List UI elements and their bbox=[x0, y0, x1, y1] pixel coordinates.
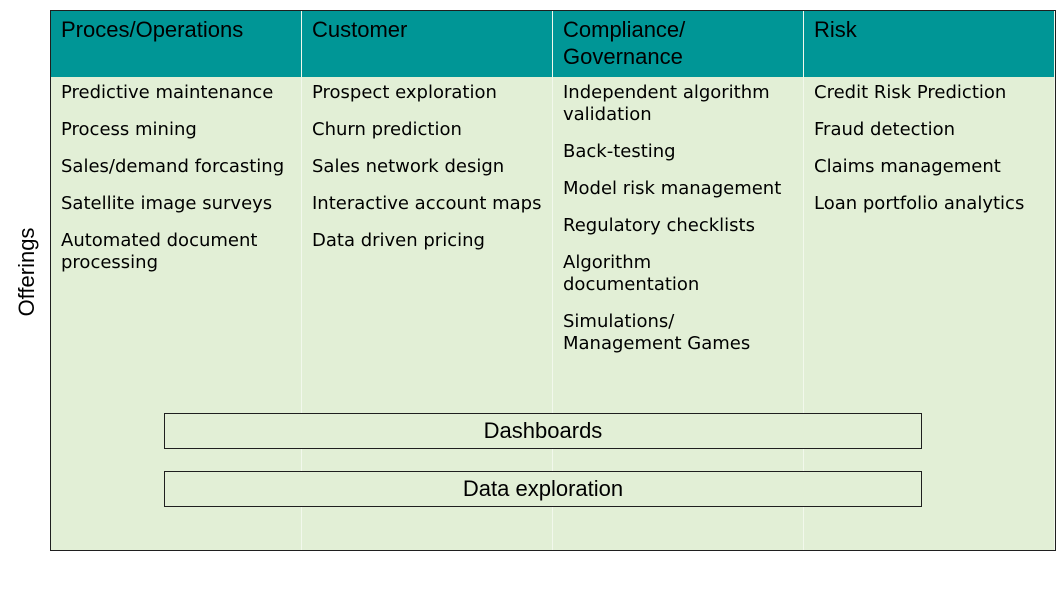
offering-item: Credit Risk Prediction bbox=[814, 82, 1007, 103]
offering-item: Loan portfolio analytics bbox=[814, 193, 1025, 214]
column-header: Compliance/ Governance bbox=[553, 11, 803, 77]
offering-item: Claims management bbox=[814, 156, 1001, 177]
offering-item: Data driven pricing bbox=[312, 230, 485, 251]
offering-item: Back-testing bbox=[563, 141, 676, 162]
offering-item: Sales network design bbox=[312, 156, 505, 177]
offering-item: Independent algorithm validation bbox=[563, 82, 770, 125]
offering-list: Independent algorithm validation Back-te… bbox=[553, 77, 803, 355]
offering-item: Automated document processing bbox=[61, 230, 258, 273]
offering-list: Prospect exploration Churn prediction Sa… bbox=[302, 77, 552, 252]
column-header: Proces/Operations bbox=[51, 11, 301, 77]
offerings-grid: Proces/Operations Predictive maintenance… bbox=[50, 10, 1056, 551]
offerings-label: Offerings bbox=[14, 227, 39, 317]
column-customer: Customer Prospect exploration Churn pred… bbox=[302, 11, 553, 550]
offering-item: Satellite image surveys bbox=[61, 193, 273, 214]
offering-item: Fraud detection bbox=[814, 119, 956, 140]
offering-item: Prospect exploration bbox=[312, 82, 497, 103]
offering-item: Regulatory checklists bbox=[563, 215, 755, 236]
dashboards-bar: Dashboards bbox=[164, 413, 922, 449]
offering-list: Predictive maintenance Process mining Sa… bbox=[51, 77, 301, 274]
offering-item: Sales/demand forcasting bbox=[61, 156, 285, 177]
column-risk: Risk Credit Risk Prediction Fraud detect… bbox=[804, 11, 1055, 550]
offering-item: Algorithm documentation bbox=[563, 252, 700, 295]
column-proces-operations: Proces/Operations Predictive maintenance… bbox=[51, 11, 302, 550]
data-exploration-bar: Data exploration bbox=[164, 471, 922, 507]
offering-item: Model risk management bbox=[563, 178, 782, 199]
column-header: Customer bbox=[302, 11, 552, 77]
column-header: Risk bbox=[804, 11, 1054, 77]
offering-item: Process mining bbox=[61, 119, 197, 140]
offering-item: Predictive maintenance bbox=[61, 82, 274, 103]
column-compliance-governance: Compliance/ Governance Independent algor… bbox=[553, 11, 804, 550]
offering-list: Credit Risk Prediction Fraud detection C… bbox=[804, 77, 1054, 215]
offering-item: Churn prediction bbox=[312, 119, 462, 140]
offering-item: Simulations/ Management Games bbox=[563, 311, 751, 354]
offering-item: Interactive account maps bbox=[312, 193, 542, 214]
